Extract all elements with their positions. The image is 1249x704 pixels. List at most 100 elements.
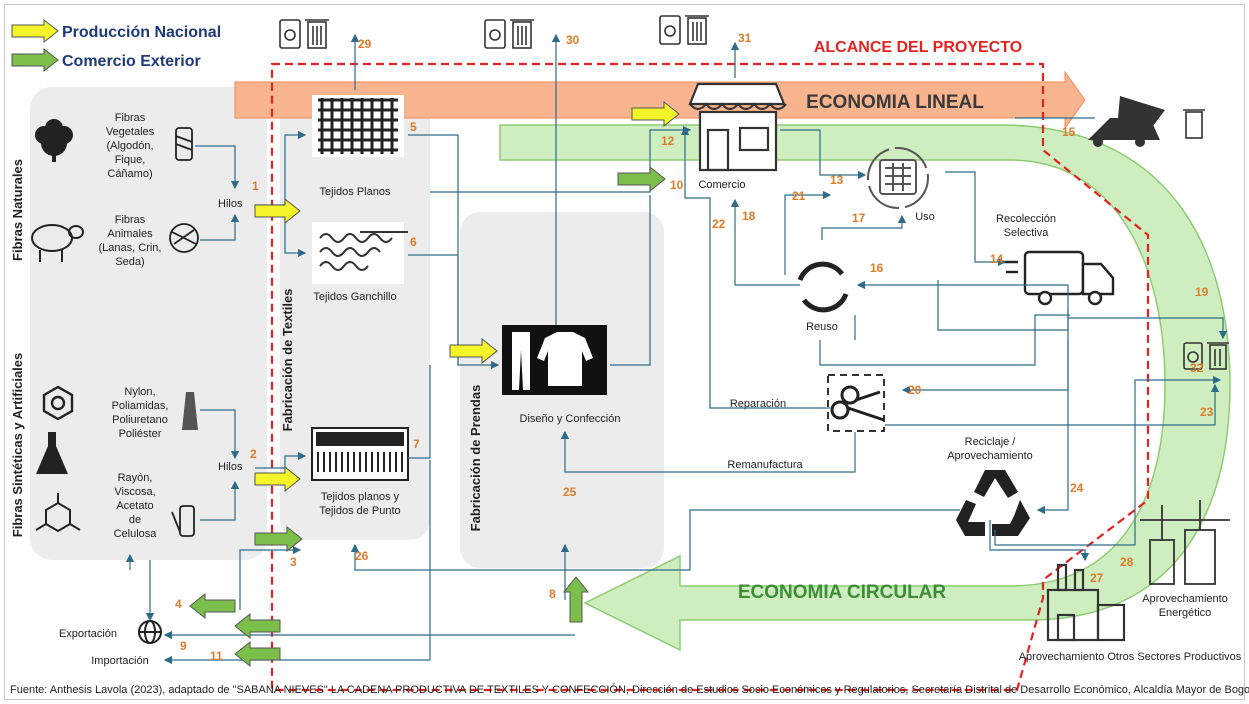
- svg-text:26: 26: [355, 549, 369, 563]
- remanufactura-label: Remanufactura: [727, 459, 803, 471]
- svg-text:14: 14: [990, 252, 1004, 266]
- energy-plant-icon: [1140, 500, 1230, 585]
- molecule-icon: [35, 493, 81, 533]
- svg-text:13: 13: [830, 173, 844, 187]
- svg-text:31: 31: [738, 31, 752, 45]
- collection-truck-icon: [1000, 250, 1115, 306]
- textiles-manufacturing-label: Fabricación de Textiles: [280, 289, 295, 432]
- cotton-icon: [35, 119, 73, 162]
- svg-text:24: 24: [1070, 481, 1084, 495]
- cone-spool-icon: [182, 392, 198, 430]
- crochet-fabric-icon: [312, 222, 408, 284]
- tejidos-ganchillo-label: Tejidos Ganchillo: [313, 291, 396, 303]
- project-scope-boundary: [270, 62, 1150, 692]
- svg-text:29: 29: [358, 37, 372, 51]
- svg-text:16: 16: [870, 261, 884, 275]
- comercio-label: Comercio: [698, 179, 745, 191]
- synthetic-fibers-label: Fibras Sintéticas y Artificiales: [10, 353, 25, 537]
- svg-text:9: 9: [180, 639, 187, 653]
- svg-text:11: 11: [210, 649, 223, 663]
- factory-icon: [1046, 563, 1126, 642]
- svg-text:19: 19: [1195, 285, 1209, 299]
- uso-label: Uso: [915, 211, 935, 223]
- store-icon: [688, 82, 787, 172]
- waste-icon-31: [659, 15, 709, 45]
- hilos-synthetic-label: Hilos: [218, 461, 243, 473]
- otros-sectores-label: Aprovechamiento Otros Sectores Productiv…: [1019, 651, 1242, 663]
- svg-text:10: 10: [670, 178, 684, 192]
- svg-text:8: 8: [549, 587, 556, 601]
- svg-text:7: 7: [413, 437, 420, 451]
- reuso-label: Reuso: [806, 321, 838, 333]
- garments-manufacturing-label: Fabricación de Prendas: [468, 385, 483, 532]
- hilos-natural-label: Hilos: [218, 198, 243, 210]
- reuse-arrows-icon: [797, 261, 849, 313]
- flow-lines: [125, 33, 1228, 665]
- legend-foreign: Comercio Exterior: [62, 53, 201, 70]
- svg-text:15: 15: [1062, 125, 1076, 139]
- svg-text:22: 22: [712, 217, 726, 231]
- legend-national: Producción Nacional: [62, 24, 221, 41]
- hexagon-molecule-icon: [42, 385, 74, 421]
- waste-icon-30: [484, 19, 534, 49]
- textiles-panel: [280, 87, 430, 540]
- foreign-arrow-icon: [11, 47, 59, 73]
- thread-needle-icon: [171, 505, 195, 537]
- svg-text:28: 28: [1120, 555, 1134, 569]
- recycle-icon: [956, 470, 1030, 536]
- source-note: Fuente: Anthesis Lavola (2023), adaptado…: [10, 683, 1249, 696]
- thread-spool-icon: [175, 127, 193, 161]
- svg-text:18: 18: [742, 209, 756, 223]
- svg-text:12: 12: [661, 134, 675, 148]
- importacion-label: Importación: [91, 655, 148, 667]
- landfill-icon: [1088, 96, 1205, 147]
- garments-icon: [502, 325, 607, 395]
- national-flow-arrows: [254, 100, 680, 493]
- national-arrow-icon: [11, 18, 59, 44]
- use-cycle-icon: [867, 147, 929, 209]
- svg-text:3: 3: [290, 555, 297, 569]
- svg-text:30: 30: [566, 33, 580, 47]
- svg-text:25: 25: [563, 485, 577, 499]
- svg-text:4: 4: [175, 597, 182, 611]
- scope-title: ALCANCE DEL PROYECTO: [814, 39, 1022, 56]
- tejidos-planos-label: Tejidos Planos: [320, 186, 391, 198]
- svg-text:32: 32: [1190, 361, 1204, 375]
- svg-text:2: 2: [250, 447, 257, 461]
- fibers-panel: [30, 87, 267, 560]
- svg-text:6: 6: [410, 235, 417, 249]
- lineal-economy-label: ECONOMIA LINEAL: [806, 92, 984, 113]
- diseno-confeccion-label: Diseño y Confección: [520, 413, 621, 425]
- yarn-ball-icon: [169, 223, 199, 253]
- svg-text:23: 23: [1200, 405, 1214, 419]
- globe-icon: [138, 620, 162, 644]
- svg-text:20: 20: [908, 383, 922, 397]
- knitting-machine-icon: [311, 427, 409, 481]
- flask-icon: [36, 432, 68, 474]
- reciclaje-label: Reciclaje /Aprovechamiento: [947, 436, 1033, 462]
- natural-fibers-label: Fibras Naturales: [10, 159, 25, 261]
- diagram-frame: [4, 4, 1245, 700]
- svg-text:27: 27: [1090, 571, 1104, 585]
- svg-text:17: 17: [852, 211, 866, 225]
- waste-icon-29: [279, 19, 329, 49]
- svg-text:21: 21: [792, 189, 806, 203]
- repair-scissors-icon: [827, 374, 885, 432]
- exportacion-label: Exportación: [59, 628, 117, 640]
- circular-economy-label: ECONOMIA CIRCULAR: [738, 582, 947, 603]
- reparacion-label: Reparación: [730, 398, 786, 410]
- svg-text:1: 1: [252, 179, 259, 193]
- svg-text:5: 5: [410, 120, 417, 134]
- circular-economy-arrow: [499, 124, 1231, 652]
- woven-fabric-icon: [312, 95, 404, 157]
- waste-icon-19: [1183, 342, 1229, 370]
- sheep-icon: [31, 224, 84, 262]
